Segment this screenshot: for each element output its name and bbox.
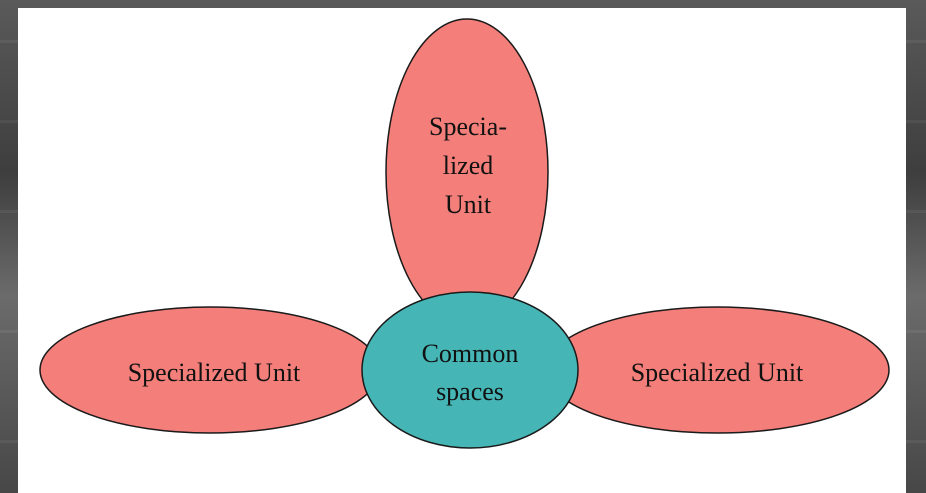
unit-left-label: Specialized Unit <box>128 358 301 387</box>
unit-top-label-line-2: lized <box>443 151 494 180</box>
unit-top-label-line-1: Specia- <box>429 112 507 141</box>
center-common-spaces-shape <box>361 291 579 449</box>
unit-right-label: Specialized Unit <box>631 358 804 387</box>
center-label-line-2: spaces <box>436 377 504 406</box>
unit-top-label-line-3: Unit <box>445 190 492 219</box>
center-label-line-1: Common <box>422 339 519 368</box>
